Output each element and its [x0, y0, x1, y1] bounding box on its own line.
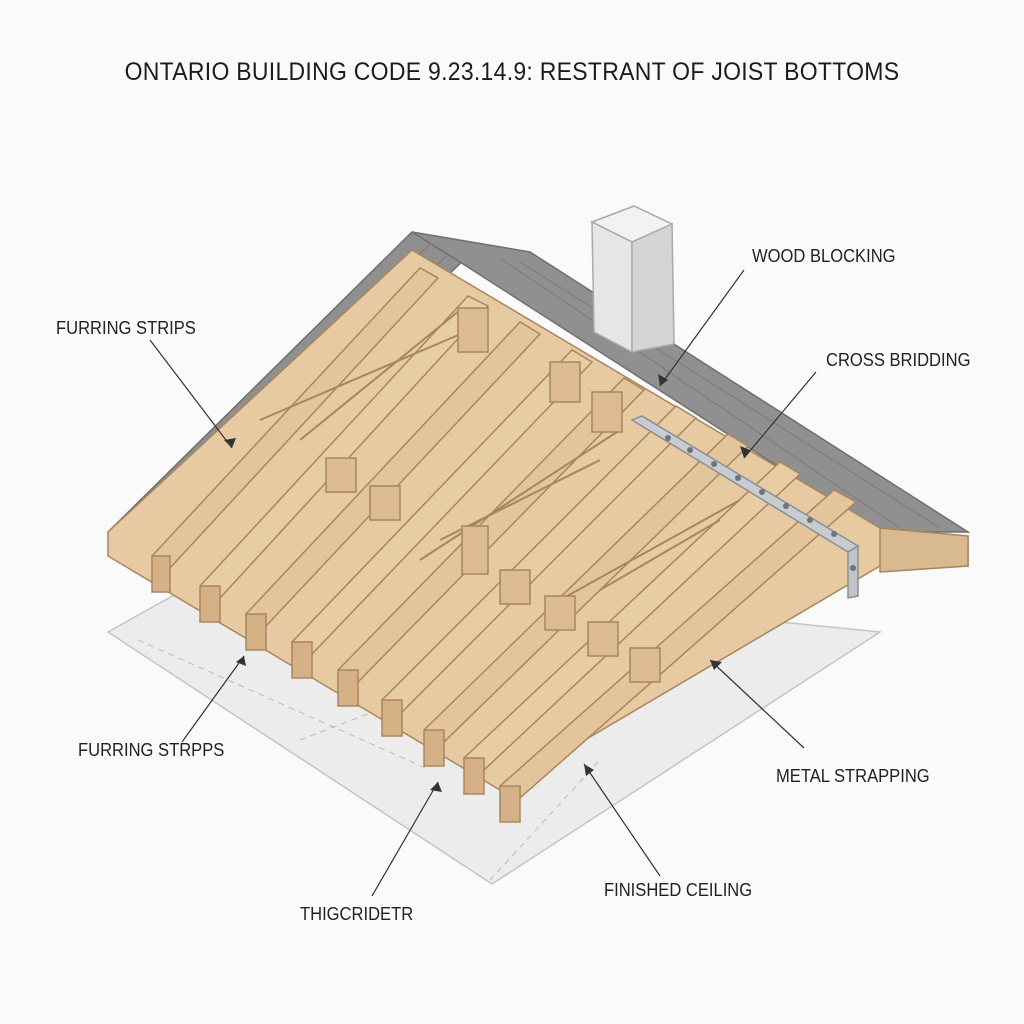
label-cross-bridding: CROSS BRIDDING: [826, 350, 971, 370]
joist-ends: [151, 555, 521, 823]
label-thigcridetr: THIGCRIDETR: [300, 904, 414, 924]
cross-bridging-lines: [259, 309, 741, 601]
right-rim-board: [879, 527, 969, 573]
joists: [150, 267, 858, 799]
label-furring-strips-top: FURRING STRIPS: [56, 318, 196, 338]
wood-blocking: [325, 307, 661, 683]
chimney: [590, 205, 675, 354]
leader-lines: [149, 269, 817, 897]
label-finished-ceiling: FINISHED CEILING: [604, 880, 753, 900]
metal-strapping: [630, 415, 860, 599]
label-metal-strapping: METAL STRAPPING: [776, 766, 930, 786]
leader-arrowheads: [224, 374, 750, 792]
label-wood-blocking: WOOD BLOCKING: [752, 246, 896, 266]
diagram-title: ONTARIO BUILDING CODE 9.23.14.9: RESTRAN…: [124, 58, 900, 86]
label-furring-strips-bottom: FURRING STRPPS: [78, 740, 225, 760]
